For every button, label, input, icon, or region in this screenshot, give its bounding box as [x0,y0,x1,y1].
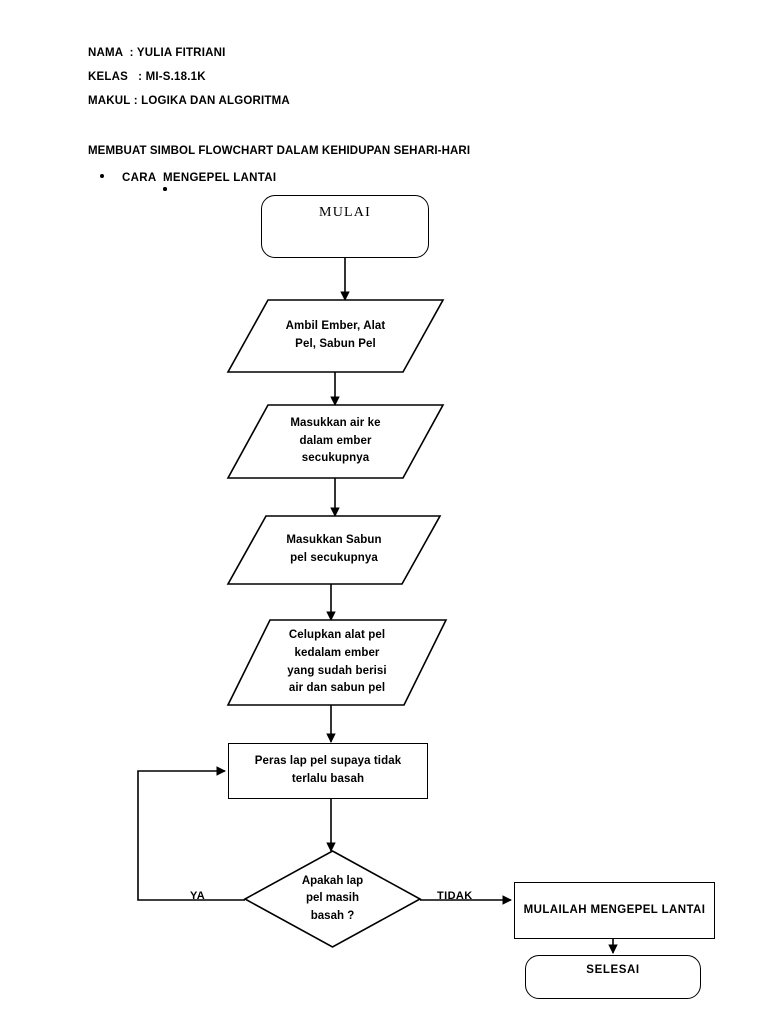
edge-label-ya: YA [190,890,206,902]
flow-node-end-label: SELESAI [586,964,640,976]
flow-node-io-masukkan-sabun[interactable]: Masukkan Sabun pel secukupnya [226,515,442,585]
bullet-item-label: CARA MENGEPEL LANTAI [122,172,277,184]
section-title: MEMBUAT SIMBOL FLOWCHART DALAM KEHIDUPAN… [88,145,471,157]
flow-node-io-ambil-alat[interactable]: Ambil Ember, Alat Pel, Sabun Pel [226,299,445,373]
bullet-item-cara-mengepel-lantai: CARA MENGEPEL LANTAI [100,172,276,184]
flow-node-io-masukkan-air[interactable]: Masukkan air ke dalam ember secukupnya [226,404,445,479]
flow-node-process-mulailah-mengepel-label: MULAILAH MENGEPEL LANTAI [515,902,714,920]
bullet-item-sub-empty [163,187,167,194]
flow-node-process-peras-lap-label: Peras lap pel supaya tidak terlalu basah [229,753,427,789]
bullet-dot-icon [163,187,167,191]
flow-text-line: terlalu basah [291,773,365,785]
flow-node-io-celupkan-alat-pel[interactable]: Celupkan alat pel kedalam ember yang sud… [226,619,448,706]
flow-node-process-peras-lap[interactable]: Peras lap pel supaya tidak terlalu basah [228,743,428,799]
flow-node-start[interactable]: MULAI [261,195,429,258]
flow-node-process-mulailah-mengepel[interactable]: MULAILAH MENGEPEL LANTAI [514,882,715,939]
flow-text-line: Peras lap pel supaya tidak [254,755,402,768]
flow-node-end[interactable]: SELESAI [525,955,701,999]
flow-text-line: MULAILAH MENGEPEL LANTAI [523,903,706,916]
edge-label-tidak: TIDAK [437,890,473,902]
bullet-dot-icon [100,174,104,178]
header-line-nama: NAMA : YULIA FITRIANI [88,47,226,59]
flow-node-decision-apakah-lap-basah[interactable]: Apakah lap pel masih basah ? [243,850,422,948]
header-line-makul: MAKUL : LOGIKA DAN ALGORITMA [88,95,290,107]
flow-node-start-label: MULAI [319,205,371,220]
header-line-kelas: KELAS : MI-S.18.1K [88,71,206,83]
